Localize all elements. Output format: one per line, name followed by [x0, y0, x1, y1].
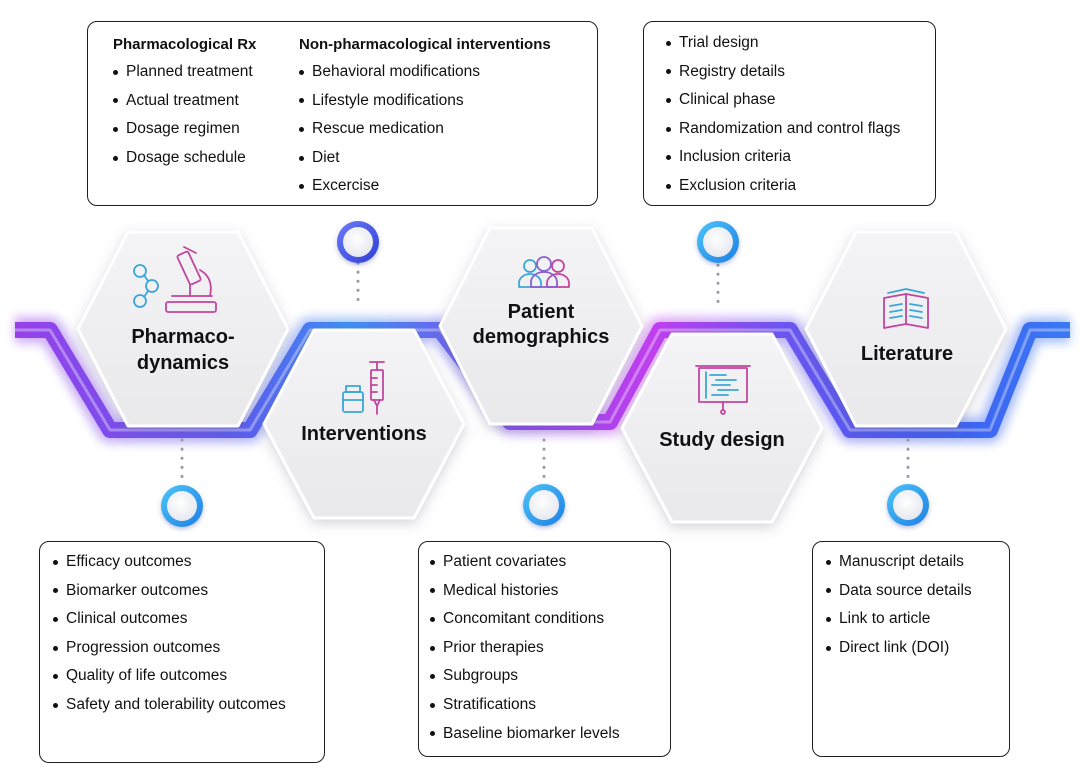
list-item: Behavioral modifications — [299, 58, 551, 87]
list-item: Efficacy outcomes — [53, 548, 286, 577]
list-item: Link to article — [826, 605, 972, 634]
literature-list: Manuscript details Data source details L… — [826, 548, 972, 662]
milestone-dot-pharmacodynamics — [161, 485, 203, 527]
list-item: Manuscript details — [826, 548, 972, 577]
list-item: Quality of life outcomes — [53, 662, 286, 691]
pharmacodynamics-list: Efficacy outcomes Biomarker outcomes Cli… — [53, 548, 286, 720]
list-item: Patient covariates — [430, 548, 620, 577]
list-item: Subgroups — [430, 662, 620, 691]
hexagon-interventions — [262, 328, 466, 520]
list-item: Dosage regimen — [113, 115, 256, 144]
stage-title-literature: Literature — [860, 343, 954, 365]
syringe-vial-icon — [342, 361, 385, 415]
pharmacodynamics-details-box: Efficacy outcomes Biomarker outcomes Cli… — [39, 541, 325, 763]
list-item: Progression outcomes — [53, 634, 286, 663]
milestone-dot-study-design — [697, 221, 739, 263]
list-item: Dosage schedule — [113, 144, 256, 173]
stage-title-pharmacodynamics: Pharmaco- dynamics — [131, 326, 235, 374]
stage-title-study-design: Study design — [659, 429, 785, 451]
study-design-details-box: Trial design Registry details Clinical p… — [643, 21, 936, 206]
list-item: Biomarker outcomes — [53, 577, 286, 606]
list-item: Baseline biomarker levels — [430, 720, 620, 749]
pharmacological-rx-heading: Pharmacological Rx — [113, 36, 257, 53]
non-pharmacological-list: Behavioral modifications Lifestyle modif… — [299, 58, 551, 201]
stage-title-interventions: Interventions — [301, 423, 427, 445]
list-item: Clinical outcomes — [53, 605, 286, 634]
study-design-list: Trial design Registry details Clinical p… — [666, 29, 900, 201]
list-item: Data source details — [826, 577, 972, 606]
list-item: Randomization and control flags — [666, 115, 900, 144]
non-pharmacological-heading: Non-pharmacological interventions — [299, 36, 551, 53]
people-group-icon — [518, 256, 570, 288]
list-item: Lifestyle modifications — [299, 87, 551, 116]
hexagon-literature — [804, 230, 1008, 428]
list-item: Excercise — [299, 172, 551, 201]
patient-demographics-details-box: Patient covariates Medical histories Con… — [418, 541, 671, 757]
list-item: Stratifications — [430, 691, 620, 720]
hexagon-study-design — [620, 332, 824, 524]
patient-demographics-list: Patient covariates Medical histories Con… — [430, 548, 620, 748]
list-item: Medical histories — [430, 577, 620, 606]
hexagon-patient-demographics — [438, 226, 644, 426]
microscope-icon — [133, 246, 217, 313]
list-item: Trial design — [666, 29, 900, 58]
list-item: Actual treatment — [113, 87, 256, 116]
hexagon-pharmacodynamics — [76, 230, 290, 428]
milestone-dot-literature — [887, 484, 929, 526]
milestone-dot-interventions — [337, 221, 379, 263]
non-pharmacological-column: Non-pharmacological interventions Behavi… — [299, 32, 551, 201]
list-item: Safety and tolerability outcomes — [53, 691, 286, 720]
list-item: Clinical phase — [666, 86, 900, 115]
list-item: Planned treatment — [113, 58, 256, 87]
pharmacological-rx-list: Planned treatment Actual treatment Dosag… — [113, 58, 256, 172]
list-item: Rescue medication — [299, 115, 551, 144]
list-item: Direct link (DOI) — [826, 634, 972, 663]
list-item: Inclusion criteria — [666, 143, 900, 172]
pharmacological-rx-column: Pharmacological Rx Planned treatment Act… — [113, 32, 256, 172]
literature-details-box: Manuscript details Data source details L… — [812, 541, 1010, 757]
open-book-icon — [883, 288, 929, 329]
list-item: Concomitant conditions — [430, 605, 620, 634]
stage-title-patient-demographics: Patient demographics — [472, 301, 610, 348]
presentation-board-icon — [695, 365, 751, 415]
list-item: Exclusion criteria — [666, 172, 900, 201]
list-item: Registry details — [666, 58, 900, 87]
interventions-details-box: Pharmacological Rx Planned treatment Act… — [87, 21, 598, 206]
list-item: Diet — [299, 144, 551, 173]
milestone-dot-patient-demographics — [523, 484, 565, 526]
list-item: Prior therapies — [430, 634, 620, 663]
